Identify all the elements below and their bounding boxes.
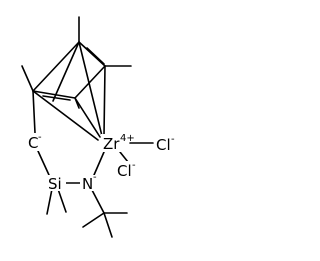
bond-ring-to-zr-1 [78,41,103,137]
atom-chlorine-lower: Cl - [115,160,139,180]
molecule-drawing: C - Zr 4+ Cl - Cl - Si N - [21,16,178,238]
atom-chlorine-upper: Cl - [154,134,178,154]
bond-si-methyl-1 [46,188,53,215]
atom-silicon: Si [46,175,66,193]
bond-ring-inner-diagonal [52,41,80,102]
chlorine-lower-charge: - [132,160,136,171]
carbanion-charge: - [38,132,42,143]
nitrogen-charge: - [93,172,97,183]
structure-svg: C - Zr 4+ Cl - Cl - Si N - [21,16,178,238]
atom-nitrogen: N - [80,172,100,193]
bond-ring-left-top [32,41,80,92]
bond-ring-right-double [86,47,105,65]
atom-carbanion: C - [26,132,44,152]
bond-ring-top-right [78,41,106,67]
bond-tbu-down [103,212,113,238]
bond-c-si [37,150,50,176]
bond-ring-to-zr-4 [32,90,99,141]
bond-zr-cl-lower [119,151,129,163]
bond-ring-right-inner [74,65,106,99]
atom-zirconium: Zr 4+ [101,133,135,153]
bond-ring-left-inner [32,90,76,99]
nitrogen-symbol: N [82,175,93,193]
bond-ring-to-zr-3 [74,97,101,138]
bond-si-methyl-2 [57,188,67,213]
chlorine-lower-symbol: Cl [117,162,132,180]
bond-methyl-left [21,65,34,92]
chlorine-upper-symbol: Cl [156,136,171,154]
zirconium-symbol: Zr [103,135,120,153]
silicon-symbol: Si [48,175,62,193]
bond-n-tbu [91,189,105,214]
chlorine-upper-charge: - [171,134,175,145]
carbanion-symbol: C [28,134,38,152]
bond-ring-to-zr-2 [103,65,106,136]
bond-ring-left-double [42,95,71,101]
bond-tbu-left [82,212,105,228]
bond-n-zr [93,151,105,176]
zirconium-charge: 4+ [120,133,135,144]
bond-ring-to-carbanion [32,90,36,134]
